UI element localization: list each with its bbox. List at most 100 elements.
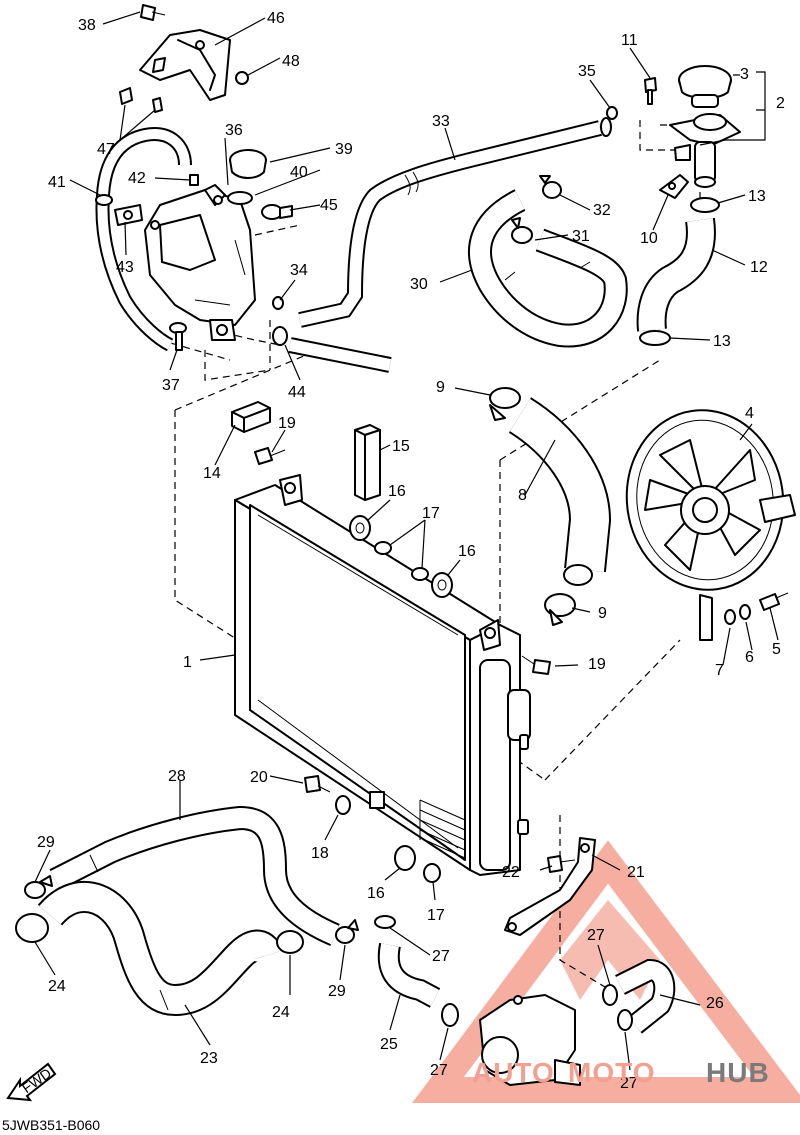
callout-9-bottom: 9 [598,605,607,622]
callout-38: 38 [78,17,96,34]
hose-clamp-9-bottom[interactable] [544,593,576,626]
callout-23: 23 [200,1050,218,1067]
reservoir-cap-36[interactable] [229,149,267,179]
bolt-22[interactable] [547,855,576,873]
damper-15[interactable] [354,424,381,501]
hose-clamp-13-top[interactable] [690,197,720,213]
grommet-16-a[interactable] [349,515,371,541]
callout-19-top: 19 [278,415,296,432]
bolt-11[interactable] [644,77,657,105]
pipe-33[interactable] [298,117,612,328]
bracket-21[interactable] [504,837,596,936]
hose-clamp-32[interactable] [539,175,562,199]
callout-9-top: 9 [436,379,445,396]
gasket-40[interactable] [227,191,253,205]
washer-18[interactable] [335,795,351,815]
hose-30[interactable] [468,189,628,348]
clip-42[interactable] [189,174,199,186]
callout-27-right: 27 [620,1075,638,1092]
clamp-24-left[interactable] [15,913,49,943]
callout-31: 31 [572,228,590,245]
clamp-27-d[interactable] [617,1009,633,1031]
watermark-hub: HUB [706,1057,770,1088]
callout-3: 3 [740,66,749,83]
watermark-auto: AUTO [472,1057,555,1088]
callout-24-right: 24 [272,1004,290,1021]
collar-17-c[interactable] [423,863,441,883]
hose-44[interactable] [272,326,392,373]
callout-17-b: 17 [427,907,445,924]
hose-clamp-9-top[interactable] [489,387,521,421]
grommet-16-c[interactable] [394,845,416,871]
bracket-46[interactable] [139,29,231,101]
clamp-27-c[interactable] [602,984,618,1006]
callout-28: 28 [168,768,186,785]
clip-47[interactable] [119,87,163,113]
callout-39: 39 [335,141,353,158]
callout-13-bottom: 13 [713,333,731,350]
reservoir-tank[interactable] [144,184,256,341]
hose-8[interactable] [508,397,612,586]
callout-26: 26 [706,995,724,1012]
nut-48[interactable] [235,71,249,85]
clamp-24-right[interactable] [276,930,304,954]
clamp-43[interactable] [114,204,143,226]
grommet-16-b[interactable] [431,572,453,598]
radiator-cap-3[interactable] [678,65,732,108]
callout-29-left: 29 [37,834,55,851]
callout-16-c: 16 [367,885,385,902]
watermark-moto: MOTO [568,1057,655,1088]
collar-17-b[interactable] [411,567,429,581]
callout-46: 46 [267,10,285,27]
fwd-arrow: FWD [6,1062,57,1102]
water-pump[interactable] [479,994,581,1086]
callout-labels: 38 46 48 47 36 39 40 41 42 45 43 34 37 4… [37,10,785,1092]
hose-25[interactable] [377,942,441,1008]
clamp-27-a[interactable] [374,915,396,929]
bolt-37[interactable] [169,322,187,351]
clamp-45[interactable] [261,204,293,220]
damper-14[interactable] [231,401,271,433]
callout-29-right: 29 [328,983,346,1000]
cooling-fan[interactable] [615,400,796,641]
bracket-10[interactable] [659,174,689,199]
callout-16-b: 16 [458,543,476,560]
hose-41[interactable] [95,127,192,352]
callout-27-bottom: 27 [430,1062,448,1079]
hose-28[interactable] [49,805,340,947]
callout-32: 32 [593,202,611,219]
collar-7[interactable] [724,609,736,625]
bolt-20[interactable] [304,775,331,793]
callout-12: 12 [750,259,768,276]
callout-16-a: 16 [388,483,406,500]
clamp-29-left[interactable] [24,875,53,899]
hose-26[interactable] [615,958,676,1034]
clamp-27-b[interactable] [441,1003,459,1027]
callout-30: 30 [410,276,428,293]
callout-48: 48 [282,53,300,70]
collar-17-a[interactable] [374,541,392,555]
callout-43: 43 [116,259,134,276]
hose-clamp-13-bottom[interactable] [639,330,671,346]
bolt-5[interactable] [759,592,789,611]
callout-2: 2 [776,95,785,112]
callout-42: 42 [128,170,146,187]
hose-23[interactable] [37,881,284,1017]
bolt-19-top[interactable] [254,447,286,465]
hose-12[interactable] [636,217,716,332]
clip-35[interactable] [606,106,618,120]
filler-neck-2[interactable] [669,113,741,188]
washer-6[interactable] [739,604,751,620]
callout-47: 47 [97,141,115,158]
hose-clamp-31[interactable] [511,217,533,244]
callout-27-mid: 27 [432,948,450,965]
callout-41: 41 [48,174,66,191]
callout-5: 5 [772,641,781,658]
clamp-29-right[interactable] [335,919,359,944]
callout-22: 22 [502,864,520,881]
diagram-code: 5JWB351-B060 [2,1117,100,1133]
callout-1: 1 [183,654,192,671]
radiator[interactable] [234,474,531,876]
bolt-19-right[interactable] [521,655,551,675]
bolt-38[interactable] [140,4,166,21]
